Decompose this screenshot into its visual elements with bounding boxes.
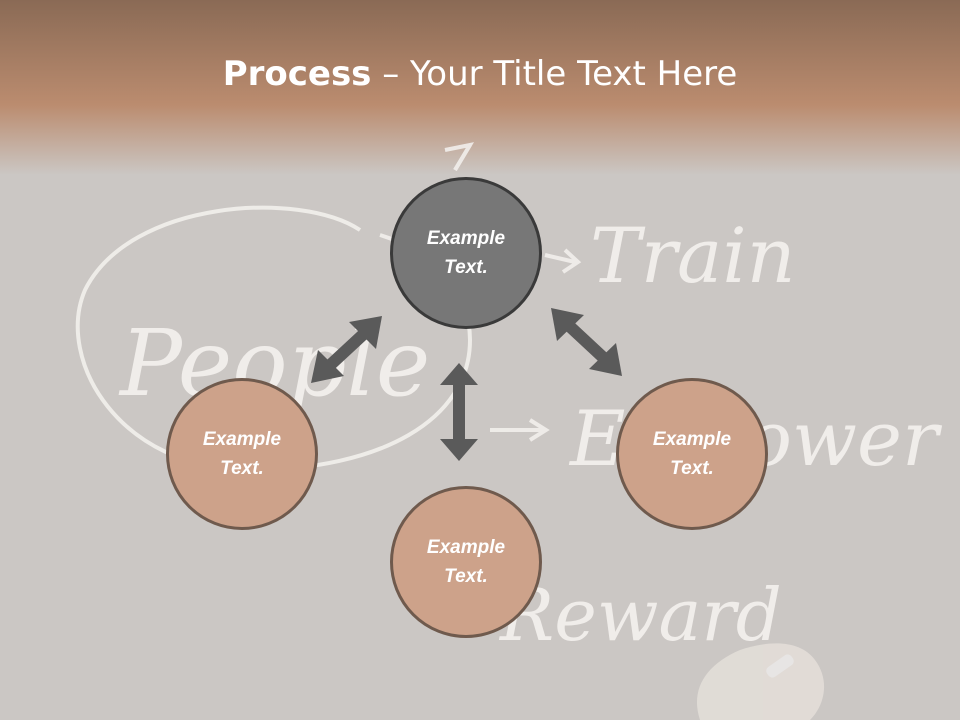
title-bold: Process — [222, 54, 372, 94]
node-center-line2: Text. — [444, 257, 488, 278]
chalk-arrows — [490, 248, 582, 442]
hand-illustration — [696, 643, 825, 720]
node-left[interactable]: Example Text. — [166, 378, 318, 530]
node-center[interactable]: Example Text. — [390, 177, 542, 329]
node-bottom-line2: Text. — [444, 566, 488, 587]
chalk-word-train: Train — [590, 211, 796, 300]
node-left-line1: Example — [202, 429, 282, 450]
arrow-center-left — [311, 316, 382, 383]
node-left-line2: Text. — [220, 458, 264, 479]
node-bottom[interactable]: Example Text. — [390, 486, 542, 638]
node-right[interactable]: Example Text. — [616, 378, 768, 530]
slide-title: Process – Your Title Text Here — [0, 54, 960, 94]
node-right-line2: Text. — [670, 458, 714, 479]
chalk-word-reward: Reward — [498, 573, 782, 657]
node-center-line1: Example — [426, 228, 506, 249]
header-band — [0, 0, 960, 175]
arrow-center-bottom — [440, 363, 478, 461]
node-right-line1: Example — [652, 429, 732, 450]
node-bottom-line1: Example — [426, 537, 506, 558]
title-rest: – Your Title Text Here — [371, 54, 738, 94]
arrow-center-right — [551, 308, 622, 376]
